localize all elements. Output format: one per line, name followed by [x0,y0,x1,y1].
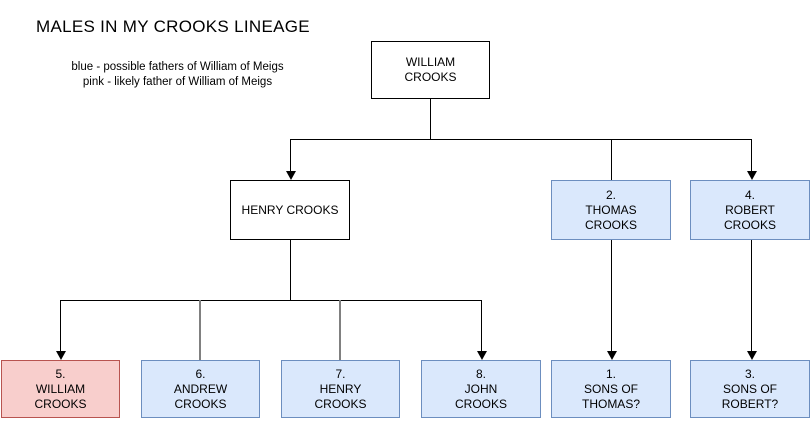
legend-blue-note: blue - possible fathers of William of Me… [71,61,284,73]
arrowhead-to-robert [747,171,757,180]
node-henry-grandson: 7. HENRY CROOKS [281,360,400,418]
edge-robert-to-sons [751,240,752,352]
edge-root-stem [430,99,431,139]
edge-to-john [481,300,482,353]
diagram-title: MALES IN MY CROOKS LINEAGE [36,17,310,36]
arrowhead-to-sons-of-thomas [607,351,617,360]
legend-pink-note: pink - likely father of William of Meigs [82,76,273,88]
arrowhead-to-william-likely [56,351,66,360]
edge-to-andrew [199,300,201,360]
arrowhead-to-henry [286,171,296,180]
node-sons-of-thomas: 1. SONS OF THOMAS? [551,360,671,418]
edge-to-william-likely [60,300,61,353]
node-thomas: 2. THOMAS CROOKS [551,180,671,240]
edge-henry-stem [290,240,291,300]
edge-to-henry-grandson [339,300,341,360]
edge-gen2-bus [290,139,752,140]
arrowhead-to-sons-of-robert [747,351,757,360]
edge-to-henry [290,139,291,173]
legend: blue - possible fathers of William of Me… [40,60,315,90]
edge-to-thomas [611,139,612,181]
node-henry-son: HENRY CROOKS [230,180,350,240]
node-andrew: 6. ANDREW CROOKS [141,360,260,418]
edge-thomas-to-sons [611,240,612,352]
node-william-root: WILLIAM CROOKS [371,41,490,99]
node-robert: 4. ROBERT CROOKS [690,180,810,240]
arrowhead-to-john [477,351,487,360]
node-sons-of-robert: 3. SONS OF ROBERT? [690,360,810,418]
edge-to-robert [751,139,752,173]
node-john: 8. JOHN CROOKS [421,360,541,418]
node-william-likely: 5. WILLIAM CROOKS [1,360,120,418]
edge-gen3-bus [60,300,482,301]
